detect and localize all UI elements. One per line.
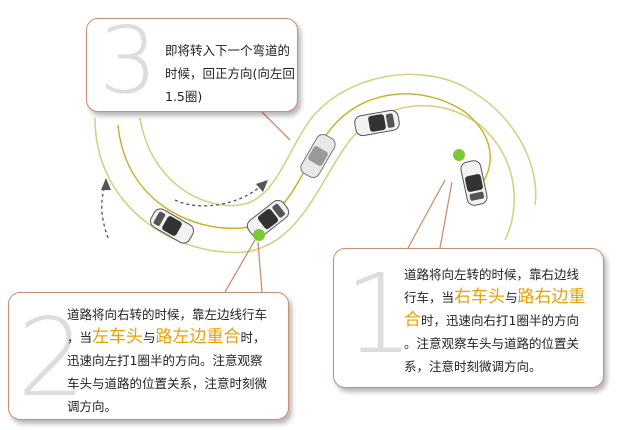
car-icon — [150, 208, 194, 244]
pointer-line-2a — [224, 239, 256, 293]
road-inner-edge — [139, 73, 537, 207]
step-number: 3 — [99, 7, 158, 114]
car-icon — [354, 109, 400, 137]
car-icon — [246, 199, 290, 239]
road-outer-edge — [94, 105, 515, 254]
callout-step-3: 3 即将转入下一个弯道的 时候，回正方向(向左回 1.5圈) — [86, 7, 298, 114]
callout-text: 即将转入下一个弯道的 时候，回正方向(向左回 1.5圈) — [165, 43, 295, 104]
callout-text: 道路将向右转的时候，靠左边线行车 ，当左车头与路左边重合时， 迅速向左打1圈半的… — [67, 307, 268, 414]
marker-point — [453, 149, 465, 161]
highlight-text: 合 — [404, 310, 421, 330]
highlight-text: 路左边重合 — [155, 327, 241, 347]
car-icon — [300, 134, 336, 178]
left-arrow-path — [101, 182, 109, 239]
pointer-line-1a — [407, 179, 446, 249]
middle-arrow-path — [174, 184, 263, 207]
step-number: 1 — [344, 250, 414, 378]
highlight-text: 右车头 — [454, 287, 506, 307]
callout-text: 道路将向左转的时候，靠右边线 行车，当右车头与路右边重 合时，迅速向右打1圈半的… — [404, 267, 586, 374]
callout-step-2: 2 道路将向右转的时候，靠左边线行车 ，当左车头与路左边重合时， 迅速向左打1圈… — [8, 292, 289, 420]
callout-step-1: 1 道路将向左转的时候，靠右边线 行车，当右车头与路右边重 合时，迅速向右打1圈… — [333, 248, 604, 388]
left-arrow-head-icon — [101, 178, 111, 190]
car-icon — [460, 160, 488, 206]
highlight-text: 路右边重 — [517, 287, 586, 307]
pointer-line-2b — [257, 241, 263, 293]
highlight-text: 左车头 — [92, 327, 144, 347]
pointer-line-1b — [439, 181, 453, 249]
step-number: 2 — [17, 296, 86, 421]
marker-point — [253, 229, 265, 241]
pointer-line-3 — [261, 111, 291, 141]
middle-arrow-head-icon — [256, 180, 268, 192]
